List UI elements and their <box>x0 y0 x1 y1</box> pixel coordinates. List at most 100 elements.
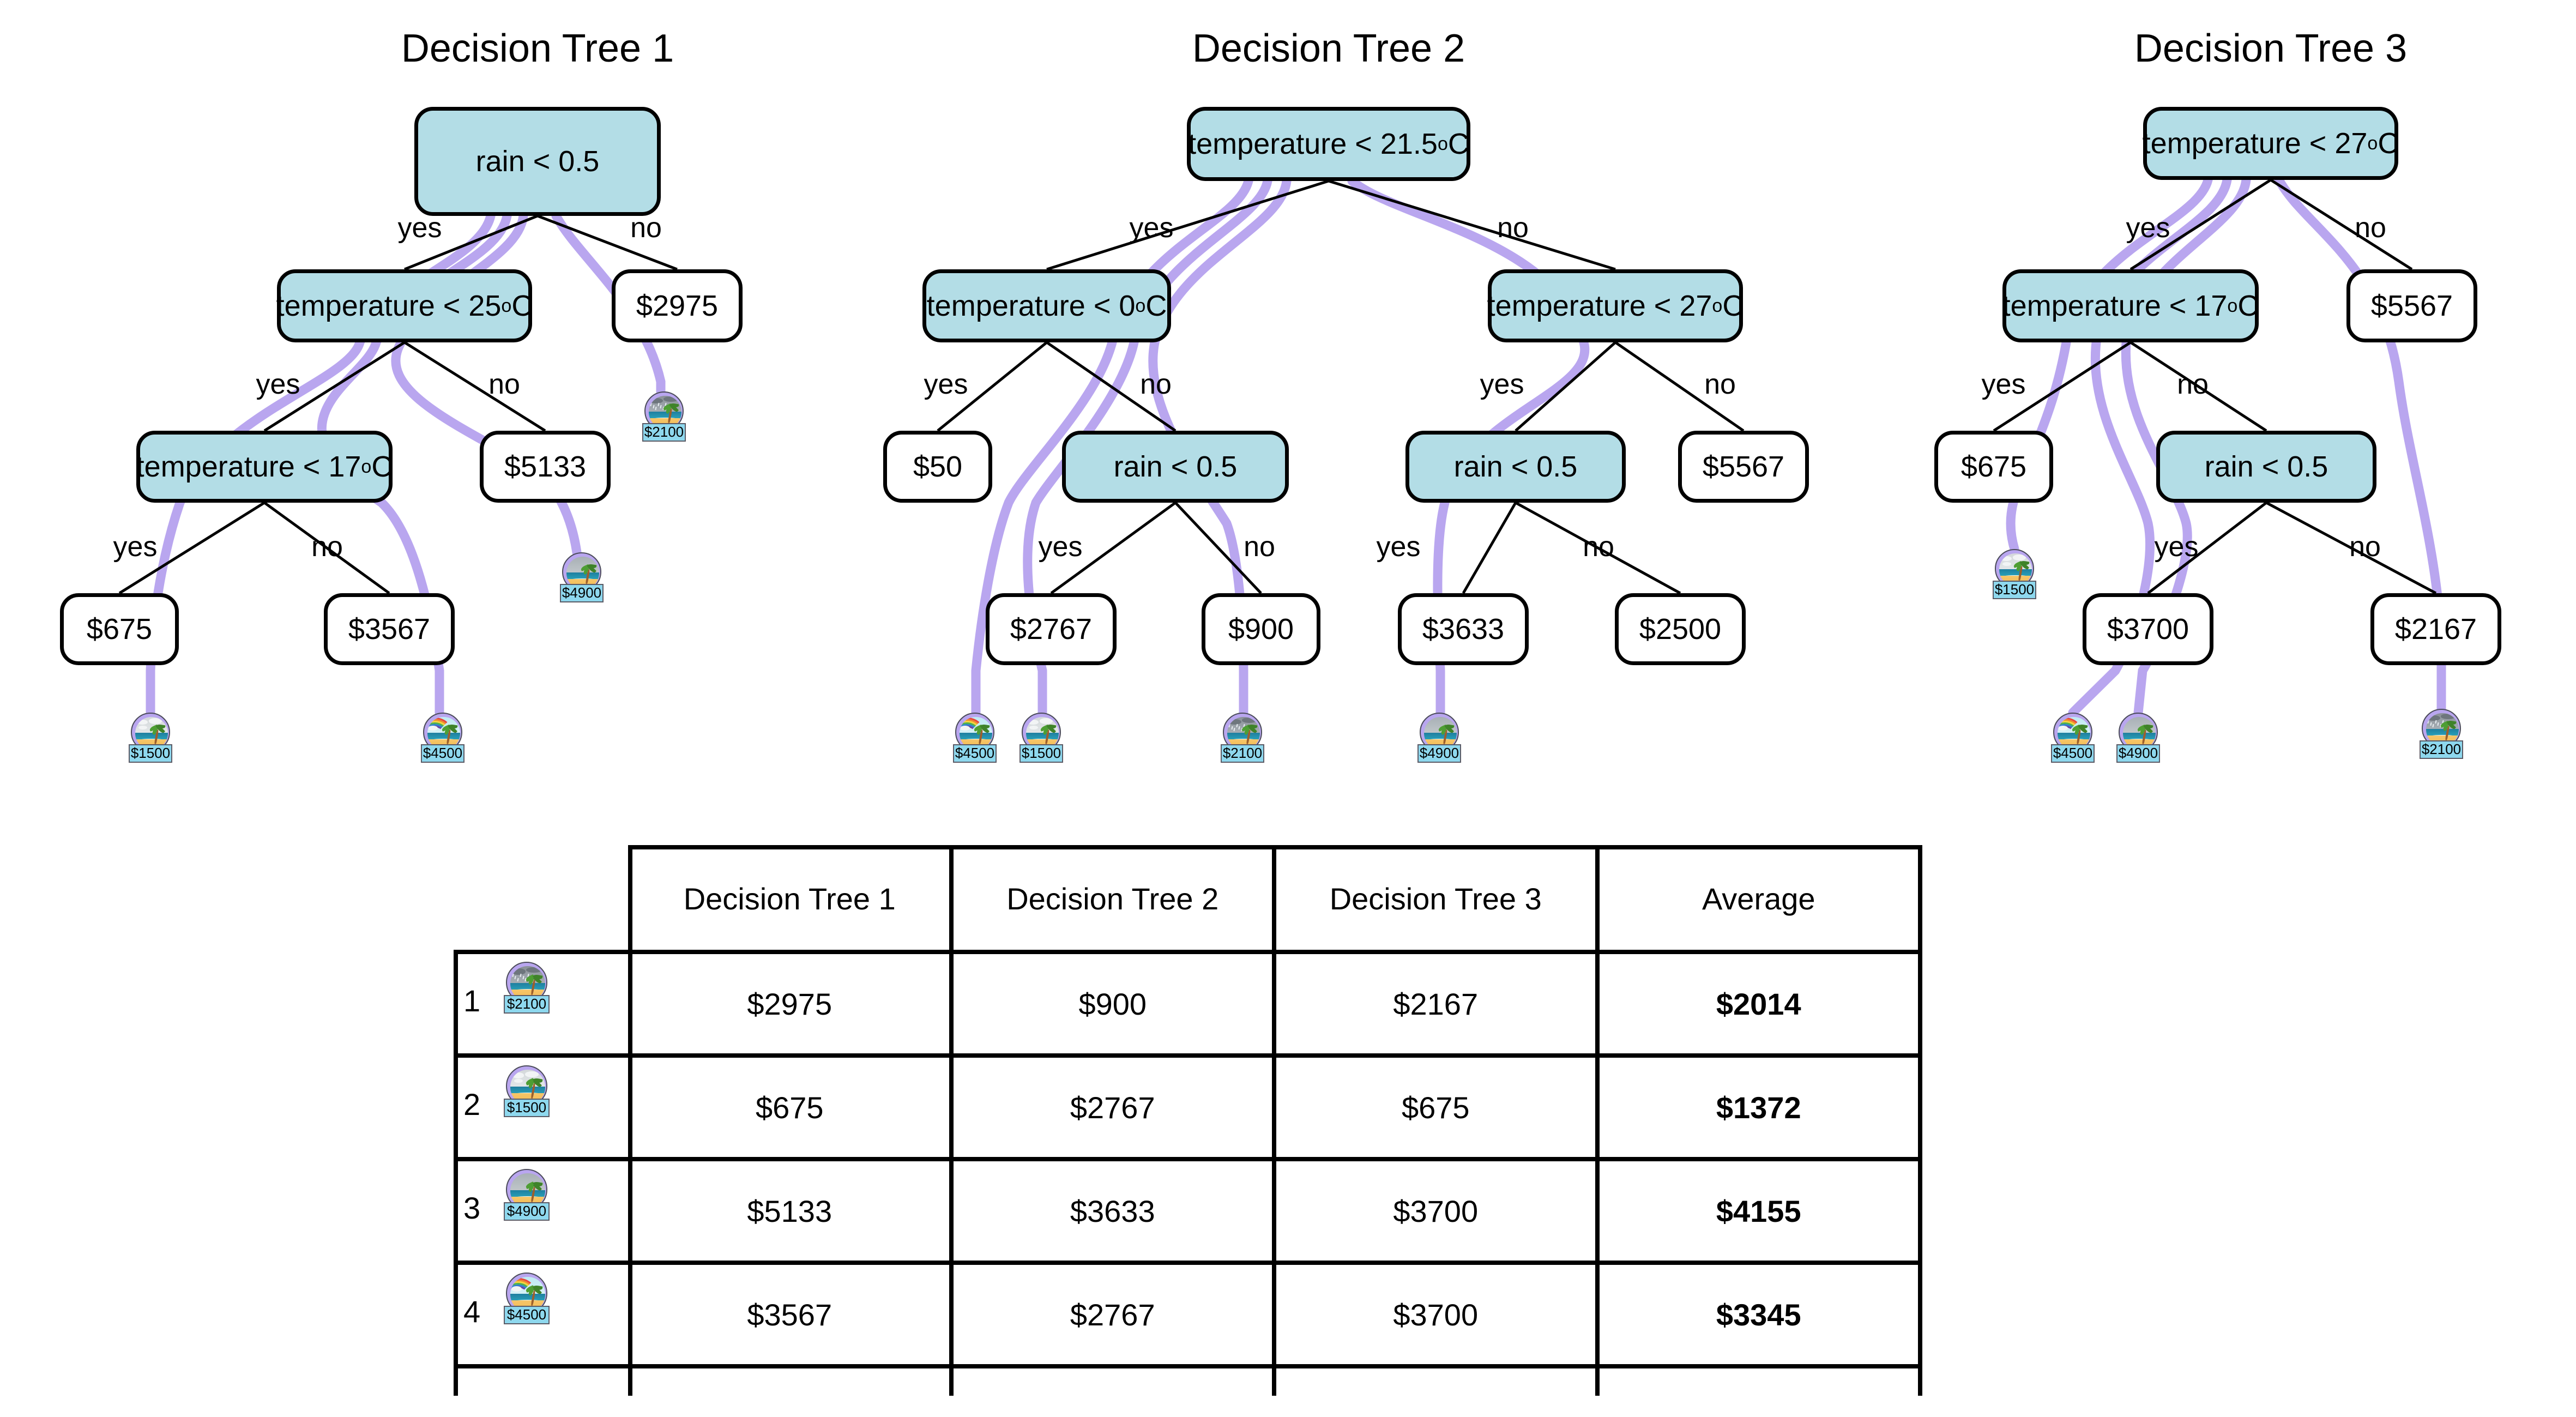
rainbow-band <box>960 722 980 742</box>
tree-edge-yes <box>404 214 538 271</box>
rain-cloud <box>2427 715 2441 721</box>
tree-edge-no <box>1614 341 1745 432</box>
table-row-number: 3 <box>463 1191 481 1225</box>
sea <box>510 982 545 991</box>
tree-edge-no <box>1174 502 1262 594</box>
rain-cloud <box>511 968 526 975</box>
table-border <box>628 845 632 1396</box>
table-cell-average: $3345 <box>1716 1297 1801 1332</box>
price-plate: $4500 <box>504 1305 550 1324</box>
table-border <box>454 1364 1920 1368</box>
table-cell-value: $5133 <box>747 1193 832 1228</box>
table-border <box>454 952 458 1396</box>
tree-edge-no <box>2265 501 2437 595</box>
cloud <box>149 718 162 724</box>
table-border <box>949 845 954 1396</box>
price-plate: $4500 <box>421 744 464 763</box>
table-row-number: 1 <box>463 984 481 1018</box>
tree-edge-no <box>1515 501 1681 595</box>
rain-cloud <box>526 967 542 973</box>
rainbow-band <box>960 717 984 747</box>
edge-label-no: no <box>2349 531 2381 563</box>
rainbow-band <box>510 1277 536 1309</box>
edge-label-no: no <box>1244 531 1275 563</box>
tree-title-1: Decision Tree 1 <box>401 27 674 70</box>
table-cell-value: $3700 <box>1393 1193 1479 1228</box>
cloud <box>137 719 148 725</box>
tree-title-3: Decision Tree 3 <box>2134 27 2408 70</box>
leaf-node-t3n2: $5567 <box>2346 269 2477 342</box>
table-border <box>454 1157 1920 1161</box>
table-cell-value: $3700 <box>1393 1297 1479 1332</box>
flow-ribbon <box>2274 175 2446 714</box>
rainbow-band <box>2058 717 2082 747</box>
tree-edge-no <box>1328 179 1616 271</box>
cloud <box>524 1071 539 1077</box>
leaf-node-t2n7: $2767 <box>986 593 1117 665</box>
sea <box>2058 732 2090 740</box>
leaf-node-t3n3: $675 <box>1934 431 2053 503</box>
leaf-node-t2n9: $3633 <box>1398 593 1529 665</box>
rainbow-band <box>2058 721 2079 744</box>
cloud <box>512 1072 524 1078</box>
edge-label-yes: yes <box>1038 531 1083 563</box>
rainbow-band <box>2058 722 2078 742</box>
table-border <box>1918 845 1922 1396</box>
table-cell-value: $2767 <box>1070 1090 1155 1125</box>
tree3-leaf-badge: $1500 <box>1993 549 2036 609</box>
rainbow-band <box>427 721 449 744</box>
table-row-4-badge: $4500 <box>504 1273 550 1335</box>
sea <box>1026 732 1059 740</box>
tree3-leaf-badge: $4500 <box>2051 713 2095 773</box>
edge-label-no: no <box>630 212 662 244</box>
tree-edge-yes <box>937 341 1048 432</box>
beach-scene-rainy <box>2426 713 2459 746</box>
cloud <box>2058 725 2068 731</box>
tree2-leaf-badge: $4500 <box>953 713 997 773</box>
tree2-leaf-badge: $4900 <box>1417 713 1461 773</box>
price-plate: $2100 <box>2420 740 2463 759</box>
table-cell-average: $2014 <box>1716 986 1801 1021</box>
rainbow-band <box>960 721 981 744</box>
split-node-t3n4: rain < 0.5 <box>2156 431 2376 503</box>
edge-label-no: no <box>2355 212 2386 244</box>
price-plate: $4900 <box>504 1202 550 1221</box>
tree3-leaf-badge: $2100 <box>2420 709 2463 769</box>
table-border <box>454 1261 1920 1265</box>
edge-label-yes: yes <box>2126 212 2170 244</box>
tree-edge-yes <box>2129 178 2272 271</box>
rainbow-band <box>510 1281 533 1305</box>
tree-edge-yes <box>1462 502 1517 594</box>
rainbow-band <box>427 722 448 742</box>
rain-cloud <box>1242 717 1257 723</box>
table-header-1: Decision Tree 1 <box>683 881 896 916</box>
table-cell-value: $2767 <box>1070 1297 1155 1332</box>
price-plate: $2100 <box>642 423 686 442</box>
beach-scene-cloudy <box>1026 717 1059 750</box>
table-cell-average: $1372 <box>1716 1090 1801 1125</box>
cloud <box>138 725 147 729</box>
table-cell-average: $4155 <box>1716 1193 1801 1228</box>
leaf-node-t2n6: $5567 <box>1678 431 1809 503</box>
price-plate: $4900 <box>560 583 604 602</box>
rain-cloud <box>649 397 663 404</box>
table-row-2-badge: $1500 <box>504 1065 550 1127</box>
tree-edge-yes <box>1050 501 1177 595</box>
table-header-4: Average <box>1702 881 1815 916</box>
sea <box>960 732 992 740</box>
tree-edge-no <box>2129 341 2267 432</box>
rainbow-band <box>510 1283 532 1304</box>
sea <box>1999 569 2032 576</box>
sea <box>2123 732 2156 740</box>
table-row-number: 4 <box>463 1294 481 1329</box>
edge-label-yes: yes <box>1480 369 1524 400</box>
